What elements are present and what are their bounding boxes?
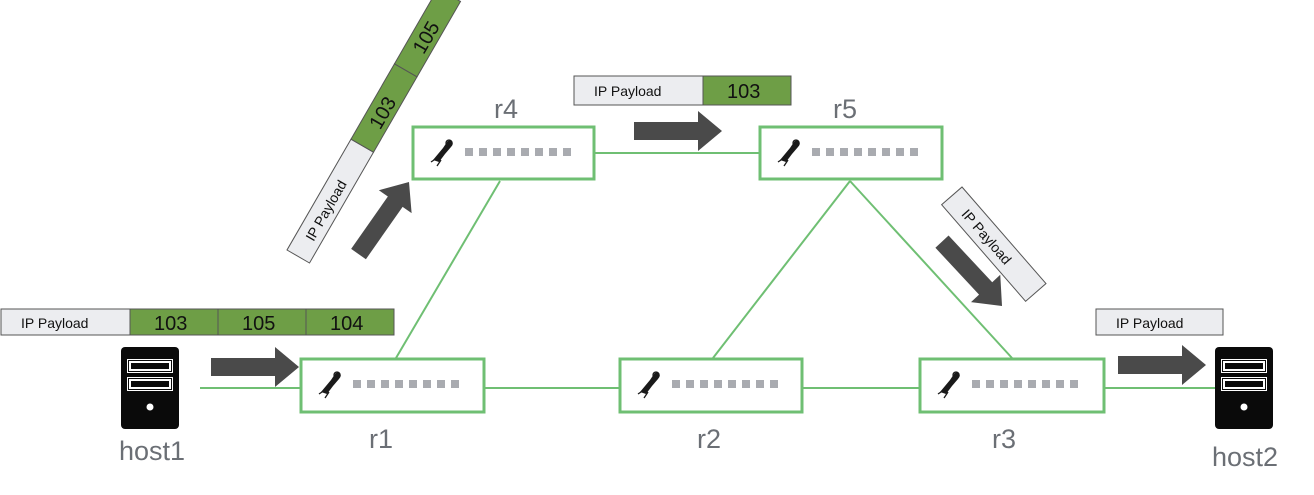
packet-r4-r5: IP Payload 103 [573,75,792,106]
router-r4[interactable] [411,125,596,181]
server-icon[interactable] [1215,347,1273,429]
server-icon[interactable] [121,347,179,429]
arrow-right-icon [1118,345,1206,385]
packet-host1-r1: IP Payload 103 105 104 [0,308,395,336]
link-r5-r2 [712,180,851,359]
payload-label: IP Payload [1116,315,1183,331]
router-r3[interactable] [918,357,1106,414]
router-r1[interactable] [299,357,486,414]
payload-label: IP Payload [594,83,661,99]
mpls-label: 103 [154,313,187,335]
mpls-label: 104 [330,313,363,335]
arrow-right-icon [211,347,299,387]
link-r1-r4 [395,180,501,359]
links [200,152,1215,389]
host1-label: host1 [119,436,185,466]
router-r5[interactable] [758,125,944,181]
host2-label: host2 [1212,442,1278,472]
r2-label: r2 [697,424,721,454]
mpls-label: 103 [727,81,760,103]
arrow-right-icon [634,111,722,151]
r1-label: r1 [369,424,393,454]
r4-label: r4 [494,94,518,124]
r5-label: r5 [833,94,857,124]
mpls-label: 105 [242,313,275,335]
router-r2[interactable] [618,357,804,414]
packet-r3-host2: IP Payload [1095,308,1224,336]
link-r5-r3 [849,180,1013,359]
payload-label: IP Payload [21,315,88,331]
r3-label: r3 [992,424,1016,454]
